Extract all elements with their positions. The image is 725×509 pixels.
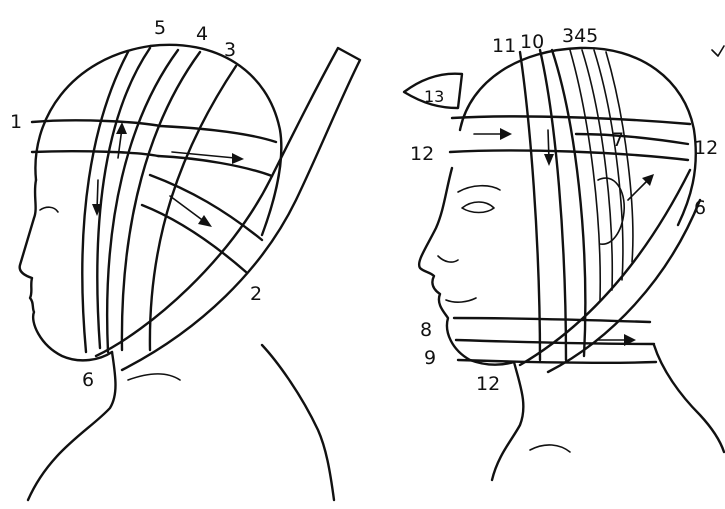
right-label-6: 6 [694,197,706,219]
left-eye [40,207,58,212]
right-collar [530,445,570,452]
right-head-view: 11 10 345 12 7 12 6 8 9 12 13 [404,25,724,480]
right-label-10: 10 [520,31,544,53]
right-label-13: 13 [424,87,444,106]
right-arrow-down [544,130,554,166]
left-label-3: 3 [224,39,236,61]
right-label-11: 11 [492,35,516,57]
left-band-4 [107,50,200,352]
left-neck-front [28,352,116,500]
left-neck-back [262,345,334,500]
right-arrow-diag [628,174,654,200]
left-label-5: 5 [154,17,166,39]
left-band-3 [150,66,236,350]
right-label-12-right: 12 [694,137,718,159]
left-band-back [158,126,276,176]
right-head-outline [460,48,696,225]
right-label-9: 9 [424,347,436,369]
left-label-6: 6 [82,369,94,391]
right-band-345 [570,50,633,300]
left-collar [128,374,180,380]
left-label-4: 4 [196,23,208,45]
left-label-1: 1 [10,111,22,133]
left-label-2: 2 [250,283,262,305]
corner-mark [712,46,724,56]
left-band-tail [96,48,360,370]
right-band-11 [520,50,566,360]
left-head-outline [35,45,281,235]
right-brow [458,186,500,192]
right-band-7 [576,134,688,144]
right-label-8: 8 [420,319,432,341]
right-face-profile [419,168,514,365]
right-mouth [446,298,476,302]
right-label-7: 7 [612,129,624,151]
left-head-view: 1 5 4 3 2 6 [10,17,360,500]
right-label-12-left: 12 [410,143,434,165]
right-band-9 [458,360,656,363]
right-label-345: 345 [562,25,598,47]
right-neck-back [654,345,724,452]
right-eye [462,202,494,213]
right-band-10 [552,50,585,356]
right-label-12-bottom: 12 [476,373,500,395]
right-arrow-right-1 [474,128,512,140]
right-nose [438,256,458,262]
